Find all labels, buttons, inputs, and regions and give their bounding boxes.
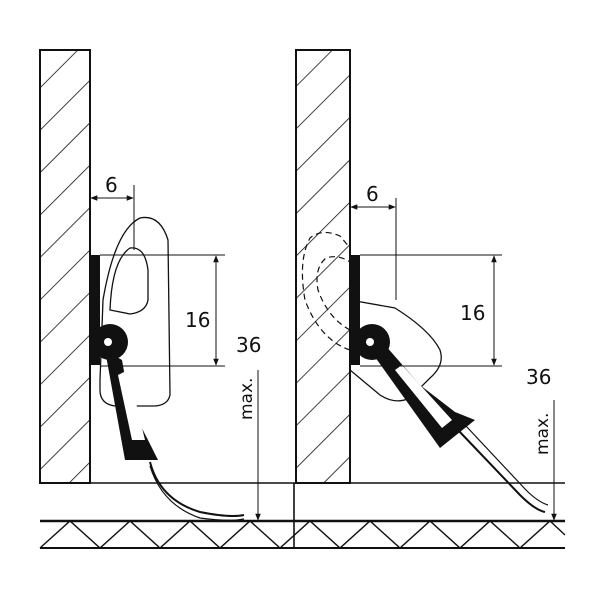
right-max-label: max. bbox=[533, 413, 553, 455]
left-pivot-pin bbox=[104, 338, 112, 346]
left-max-label: max. bbox=[237, 378, 257, 420]
left-height-label: 16 bbox=[185, 308, 210, 332]
left-clearance-label: 36 bbox=[236, 333, 261, 357]
right-gap-label: 6 bbox=[366, 182, 379, 206]
right-door bbox=[295, 49, 351, 484]
left-seal-arm bbox=[105, 350, 158, 460]
right-seal-housing bbox=[349, 299, 442, 402]
floor-zigzag bbox=[39, 520, 566, 549]
right-mount-profile bbox=[350, 255, 360, 365]
left-gap-label: 6 bbox=[105, 173, 118, 197]
right-retracted-outline bbox=[301, 231, 351, 351]
right-height-label: 16 bbox=[460, 301, 485, 325]
left-mount-profile bbox=[90, 255, 100, 365]
right-clearance-label: 36 bbox=[526, 365, 551, 389]
left-housing-slot bbox=[109, 247, 149, 315]
right-pivot-pin bbox=[366, 338, 374, 346]
floor bbox=[39, 482, 566, 549]
left-seal-housing bbox=[99, 216, 171, 407]
right-view: 6 16 36 max. bbox=[295, 49, 557, 521]
right-seal-lip bbox=[457, 429, 546, 513]
left-door bbox=[39, 49, 91, 484]
left-view: 6 16 36 max. bbox=[39, 49, 261, 521]
left-seal-lip bbox=[149, 461, 245, 517]
